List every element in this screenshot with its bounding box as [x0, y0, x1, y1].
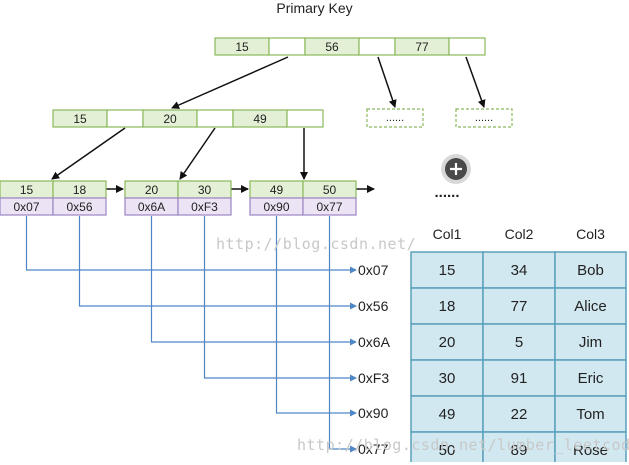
table-cell — [482, 251, 556, 289]
row-address: 0x90 — [358, 405, 389, 421]
tree-edge-arrow — [465, 56, 486, 108]
table-row: 18 77 Alice — [410, 287, 627, 325]
row-pointer-connector — [78, 216, 357, 310]
table-cell-value: 77 — [511, 298, 528, 315]
tree-edge-arrow — [377, 56, 397, 108]
table-cell-value: 50 — [439, 442, 456, 459]
table-cell-value: 20 — [439, 334, 456, 351]
table-cell — [554, 323, 627, 361]
leaf-pointer: 0xF3 — [191, 200, 218, 214]
leaf-node: 49 0x90 50 0x77 — [249, 180, 357, 216]
table-cell-value: Jim — [579, 334, 602, 351]
leaf-key: 49 — [270, 183, 284, 197]
crop-edge — [0, 462, 629, 465]
key-value: 77 — [415, 40, 429, 54]
table-cell-value: Bob — [577, 262, 604, 279]
leaf-pointer: 0x07 — [13, 200, 39, 214]
row-pointer-connector — [328, 216, 357, 453]
leaf-key: 18 — [73, 183, 87, 197]
key-value: 56 — [325, 40, 339, 54]
table-cell — [410, 431, 484, 465]
row-pointer-connector — [150, 216, 357, 346]
table-row: 49 22 Tom — [410, 395, 627, 433]
table-cell-value: 15 — [439, 262, 456, 279]
pointer-cell — [358, 37, 396, 56]
leaf-node: 15 0x07 18 0x56 — [0, 180, 107, 216]
tree-edge-arrow — [51, 127, 126, 180]
placeholder-ellipsis: ...... — [386, 112, 404, 124]
table-column-header: Col3 — [576, 226, 605, 242]
key-value: 49 — [253, 112, 267, 126]
leaf-pointer-cell — [177, 197, 232, 216]
watermark-text: http://blog.csdn.net/lumber_leetcode — [297, 436, 629, 454]
table-cell — [482, 323, 556, 361]
key-value: 15 — [235, 40, 249, 54]
plus-icon-glyph — [450, 163, 462, 175]
pointer-cell — [268, 37, 306, 56]
key-value: 15 — [73, 112, 87, 126]
row-address: 0x77 — [358, 441, 389, 457]
leaf-pointer: 0x6A — [138, 200, 165, 214]
tree-edge-arrow — [171, 56, 289, 109]
leaf-key: 30 — [198, 183, 212, 197]
leaf-key: 20 — [145, 183, 159, 197]
leaf-ellipsis: ...... — [434, 184, 459, 201]
leaf-key: 50 — [323, 183, 337, 197]
row-address: 0xF3 — [358, 370, 389, 386]
table-cell-value: 34 — [511, 262, 528, 279]
table-cell-value: 30 — [439, 370, 456, 387]
leaf-pointer-cell — [302, 197, 357, 216]
table-cell-value: Rose — [573, 442, 608, 459]
pointer-cell — [286, 109, 324, 128]
table-column-header: Col2 — [505, 226, 534, 242]
row-address: 0x07 — [358, 262, 389, 278]
table-cell-value: 89 — [511, 442, 528, 459]
plus-circle-icon[interactable] — [441, 154, 471, 184]
table-cell-value: 18 — [439, 298, 456, 315]
table-cell-value: Alice — [574, 298, 607, 315]
leaf-pointer-cell — [52, 197, 107, 216]
leaf-pointer: 0x77 — [316, 200, 342, 214]
table-cell-value: 49 — [439, 406, 456, 423]
leaf-pointer: 0x90 — [263, 200, 289, 214]
watermark-text: http://blog.csdn.net/ — [216, 235, 417, 253]
table-cell-value: 5 — [515, 334, 523, 351]
table-row: 15 34 Bob — [410, 251, 627, 289]
root-node: 15 56 77 — [214, 37, 486, 56]
table-row: 20 5 Jim — [410, 323, 627, 361]
leaf-pointer: 0x56 — [66, 200, 92, 214]
table-cell — [554, 431, 627, 465]
table-cell-value: Tom — [576, 406, 604, 423]
tree-edge-arrow — [179, 127, 216, 180]
table-cell-value: 91 — [511, 370, 528, 387]
placeholder-ellipsis: ...... — [475, 112, 493, 124]
pointer-cell — [448, 37, 486, 56]
row-address: 0x6A — [358, 334, 391, 350]
placeholder-node — [366, 108, 424, 128]
table-row: 30 91 Eric — [410, 359, 627, 397]
table-cell — [554, 359, 627, 397]
table-column-header: Col1 — [433, 226, 462, 242]
leaf-node: 20 0x6A 30 0xF3 — [124, 180, 232, 216]
row-pointer-connector — [25, 216, 357, 274]
inner-node: 15 20 49 — [52, 109, 324, 128]
table-cell — [554, 395, 627, 433]
table-cell-value: 22 — [511, 406, 528, 423]
table-cell — [554, 287, 627, 325]
table-row: 50 89 Rose — [410, 431, 627, 465]
diagram-title: Primary Key — [276, 0, 353, 16]
pointer-cell — [196, 109, 234, 128]
pointer-cell — [106, 109, 144, 128]
placeholder-node — [455, 108, 513, 128]
row-pointer-connector — [203, 216, 357, 382]
leaf-key: 15 — [20, 183, 34, 197]
row-address: 0x56 — [358, 298, 389, 314]
table-cell — [554, 251, 627, 289]
table-cell-value: Eric — [578, 370, 604, 387]
key-value: 20 — [163, 112, 177, 126]
table-cell — [410, 395, 484, 433]
